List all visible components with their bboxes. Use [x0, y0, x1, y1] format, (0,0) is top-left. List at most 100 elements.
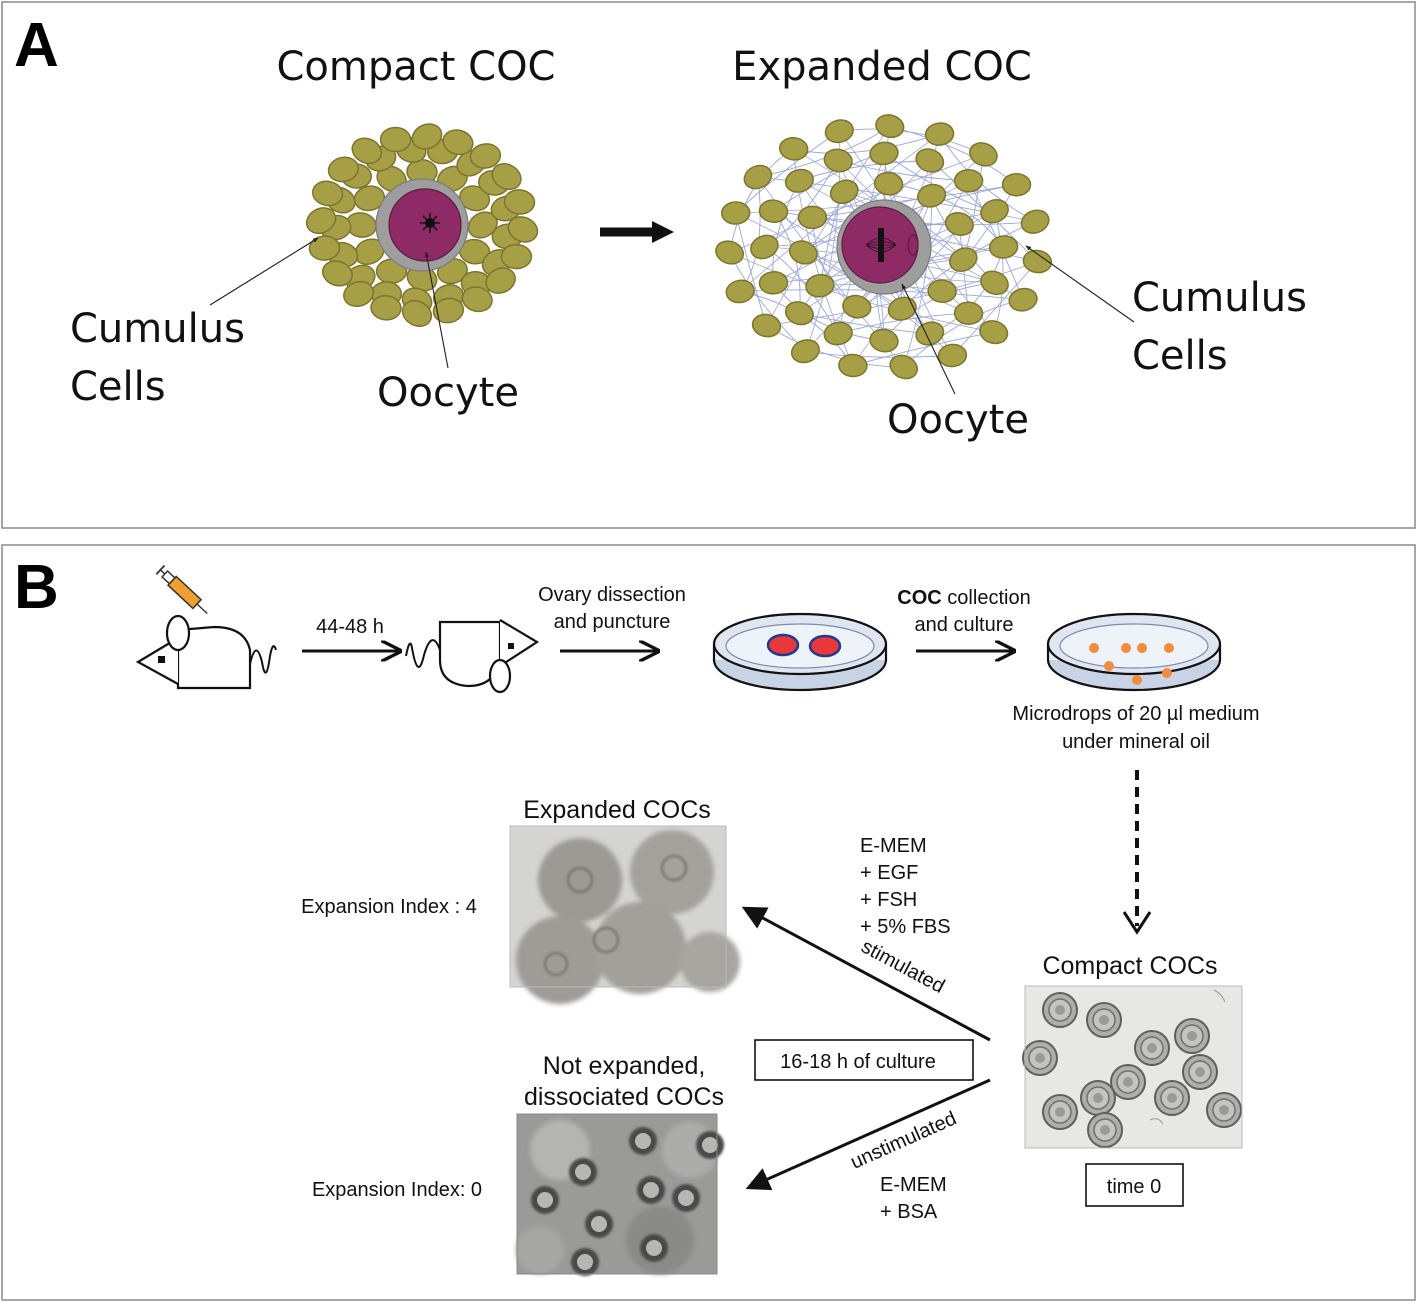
cumulus-cell — [823, 148, 853, 173]
cumulus-cell — [311, 180, 344, 207]
dissociated-oocyte — [640, 1234, 668, 1262]
ovary-dish-icon — [712, 612, 888, 692]
cumulus-cell — [805, 273, 835, 298]
dissociated-oocyte — [696, 1131, 724, 1159]
cumulus-cell — [758, 199, 789, 223]
cumulus-cell — [743, 164, 773, 190]
cumulus-cell — [725, 279, 755, 304]
cumulus-cell — [784, 168, 814, 193]
injected-mouse-icon — [135, 564, 277, 690]
compact-coc-title: Compact COC — [276, 44, 555, 90]
cumulus-cell — [829, 179, 859, 205]
unstimulated-medium-2: + BSA — [880, 1201, 938, 1223]
time-zero-box — [1085, 1163, 1184, 1207]
cumulus-leader-left — [209, 237, 319, 306]
culture-duration-label: 16-18 h of culture — [780, 1051, 936, 1073]
dissociated-oocyte — [629, 1127, 657, 1155]
expanded-cocs-photo — [509, 825, 740, 1004]
collection-label-2: and culture — [915, 614, 1014, 636]
microdrops-label-1: Microdrops of 20 µl medium — [1012, 703, 1259, 725]
cumulus-cell — [442, 129, 474, 156]
cumulus-cell — [715, 240, 745, 265]
cumulus-cell — [889, 354, 918, 380]
cumulus-cell — [875, 114, 905, 139]
not-expanded-title-2: dissociated COCs — [524, 1083, 724, 1111]
microdrop-dish-icon — [1046, 612, 1222, 692]
dashed-arrow-head — [1122, 911, 1152, 935]
polar-body — [907, 234, 919, 256]
expanded-coc-illustration — [715, 114, 1053, 380]
stimulated-medium-2: + EGF — [860, 862, 918, 884]
cumulus-cell — [797, 205, 828, 230]
cumulus-cell — [751, 313, 782, 338]
cumulus-cell — [949, 247, 978, 272]
cumulus-cell — [917, 183, 947, 208]
cumulus-cell — [1001, 172, 1032, 197]
cumulus-cell — [969, 142, 998, 167]
cumulus-cell — [720, 201, 751, 225]
cumulus-cell — [915, 148, 945, 173]
cumulus-cell — [869, 141, 899, 166]
compact-coc-illustration — [305, 123, 539, 327]
unstimulated-arrow — [745, 1078, 991, 1191]
compact-coc-cell — [1154, 1080, 1190, 1116]
compact-coc-cell — [1206, 1092, 1242, 1128]
not-expanded-title-1: Not expanded, — [543, 1052, 706, 1080]
compact-cocs-photo — [1022, 985, 1243, 1149]
compact-cocs-title: Compact COCs — [1042, 952, 1217, 980]
cumulus-label-left-2: Cells — [70, 364, 166, 410]
cumulus-cell — [485, 267, 516, 294]
stimulated-medium-3: + FSH — [860, 889, 917, 911]
meiotic-spindle — [865, 228, 897, 262]
cumulus-cell — [491, 163, 522, 191]
dissection-label-2: and puncture — [554, 611, 671, 633]
cumulus-label-right-1: Cumulus — [1132, 275, 1307, 321]
oocyte-nucleus — [420, 213, 440, 233]
cumulus-cell — [887, 296, 917, 321]
cumulus-cell — [937, 343, 968, 368]
cumulus-label-right-2: Cells — [1132, 333, 1228, 379]
cumulus-cell — [500, 243, 533, 270]
compact-coc-cell — [1086, 1002, 1122, 1038]
compact-coc-cell — [1080, 1080, 1116, 1116]
expansion-index-4: Expansion Index : 4 — [301, 896, 477, 918]
cumulus-cell — [823, 321, 853, 346]
cumulus-cell — [411, 123, 443, 150]
compact-coc-cell — [1182, 1054, 1218, 1090]
panel-a-letter: A — [14, 11, 59, 80]
cumulus-cell — [980, 270, 1009, 296]
cumulus-cell — [988, 235, 1019, 259]
oocyte-label-left: Oocyte — [377, 370, 519, 416]
culture-duration-box — [754, 1039, 974, 1081]
compact-coc-cell — [1042, 992, 1078, 1028]
cumulus-cell — [461, 286, 493, 313]
panel-a-frame — [1, 1, 1416, 529]
expanded-coc-title: Expanded COC — [732, 44, 1032, 90]
dissected-mouse-icon — [405, 619, 540, 694]
cumulus-cell — [758, 271, 789, 295]
cumulus-cell — [873, 171, 904, 196]
cumulus-cell — [944, 212, 974, 236]
cumulus-cell — [980, 199, 1009, 224]
cumulus-cell — [788, 240, 818, 265]
expansion-index-0: Expansion Index: 0 — [312, 1179, 482, 1201]
syringe-icon — [155, 564, 208, 615]
oocyte-cytoplasm — [388, 188, 462, 262]
stimulated-arrow — [741, 906, 991, 1042]
compact-coc-cell — [1134, 1030, 1170, 1066]
cumulus-cell — [927, 279, 957, 303]
panel-a: A Compact COC Expanded COC Cumulus Cells… — [1, 1, 1416, 529]
dissociated-oocyte — [672, 1184, 700, 1212]
cumulus-cell — [869, 328, 899, 353]
cumulus-cell — [1008, 287, 1038, 312]
cumulus-cell — [343, 280, 375, 308]
cumulus-cell — [790, 339, 820, 364]
dissociated-cocs-photo — [516, 1113, 724, 1276]
transition-arrow — [600, 221, 674, 243]
collection-label-1: COC collection — [897, 587, 1030, 609]
cumulus-cell — [750, 234, 779, 260]
dissection-label-1: Ovary dissection — [538, 584, 686, 606]
compact-coc-cell — [1042, 1094, 1078, 1130]
unstimulated-medium-1: E-MEM — [880, 1174, 947, 1196]
oocyte-leader-right — [901, 283, 956, 395]
